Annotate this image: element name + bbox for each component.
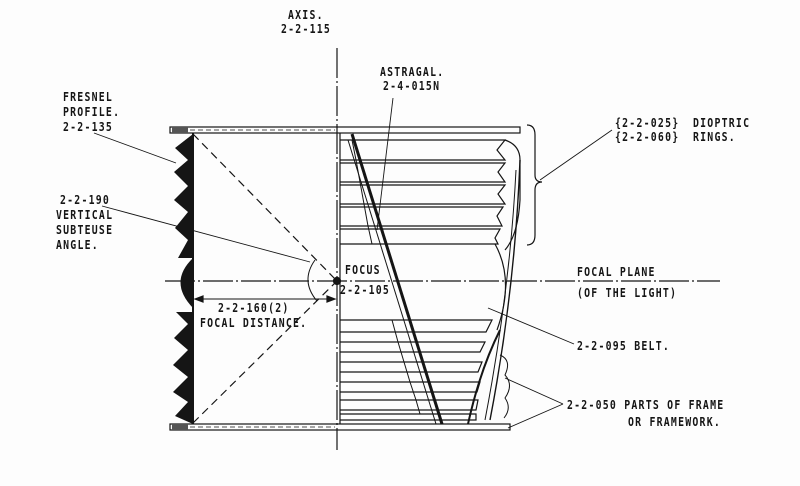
dioptric-label: DIOPTRIC [693, 116, 751, 130]
subtense-code: 2-2-190 [60, 193, 111, 207]
frame-label-2: OR FRAMEWORK. [628, 415, 722, 429]
belt-lens [494, 243, 507, 331]
focus-code: 2-2-105 [340, 283, 391, 297]
focal-distance-code: 2-2-160(2) [218, 301, 290, 315]
bottom-frame [169, 423, 511, 431]
frame-label: 2-2-050 PARTS OF FRAME [567, 398, 725, 412]
leader-belt [487, 307, 575, 345]
subtense-label: VERTICAL [56, 208, 114, 222]
ray-lower [192, 280, 338, 424]
leader-dioptric [539, 129, 613, 181]
fresnel-profile [173, 134, 193, 424]
leader-frame-2 [507, 403, 564, 429]
subtense-label-3: ANGLE. [56, 238, 99, 252]
fresnel-label-2: PROFILE. [63, 105, 121, 119]
astragal-code: 2-4-015N [383, 79, 441, 93]
dioptric-code-2: {2-2-060} [615, 130, 680, 144]
focal-plane-sublabel: (OF THE LIGHT) [577, 286, 678, 300]
astragal-label: ASTRAGAL. [380, 65, 445, 79]
fresnel-code: 2-2-135 [63, 120, 114, 134]
subtense-label-2: SUBTEUSE [56, 223, 114, 237]
axis-label: AXIS. [288, 8, 324, 22]
belt-label: 2-2-095 BELT. [577, 339, 671, 353]
ray-upper [192, 133, 338, 282]
axis-label-title: AXIS. [288, 8, 324, 22]
dioptric-code-1: {2-2-025} [615, 116, 680, 130]
dioptric-label-2: RINGS. [693, 130, 736, 144]
leader-subtense [101, 205, 311, 263]
fresnel-label: FRESNEL [63, 90, 114, 104]
lower-dioptric-rings [340, 319, 493, 421]
axis-code: 2-2-115 [281, 22, 332, 36]
focal-distance-label: FOCAL DISTANCE. [200, 316, 308, 330]
astragal-bar [350, 133, 444, 425]
leader-frame-1 [504, 377, 564, 405]
focal-plane-label: FOCAL PLANE [577, 265, 656, 279]
top-frame [169, 126, 521, 134]
upper-dioptric-rings [340, 139, 507, 245]
leader-fresnel [93, 132, 177, 164]
focus-label: FOCUS [345, 263, 381, 277]
dioptric-bracket [526, 124, 543, 246]
leader-astragal [376, 97, 394, 231]
